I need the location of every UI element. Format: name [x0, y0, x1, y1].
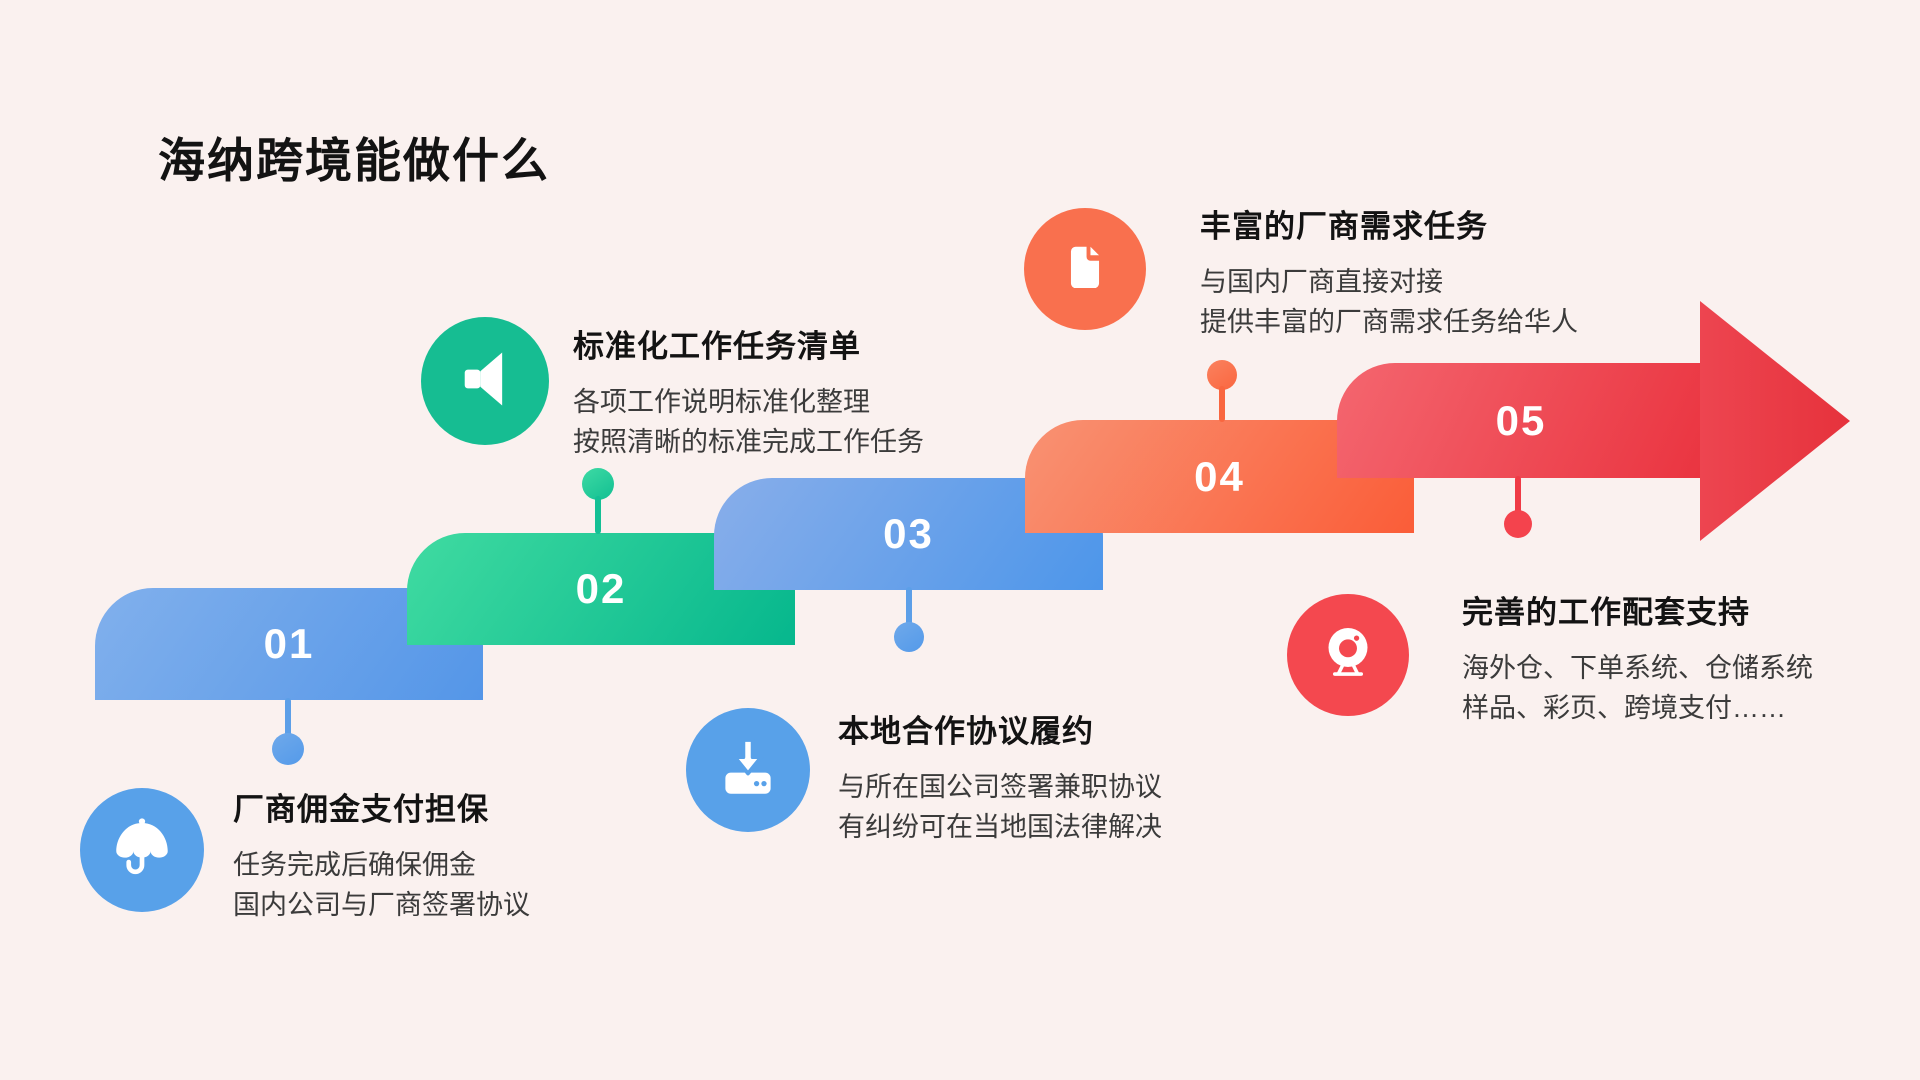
- webcam-icon: [1309, 614, 1387, 697]
- step-3-desc-line: 有纠纷可在当地国法律解决: [838, 812, 1162, 842]
- step-3-text-block: 本地合作协议履约 与所在国公司签署兼职协议 有纠纷可在当地国法律解决: [838, 706, 1162, 847]
- document-icon: [1046, 228, 1124, 311]
- step-1-title: 厂商佣金支付担保: [233, 792, 489, 827]
- step-4-text-block: 丰富的厂商需求任务 与国内厂商直接对接 提供丰富的厂商需求任务给华人: [1200, 201, 1578, 342]
- step-3-number: 03: [883, 510, 934, 557]
- step-4-number: 04: [1194, 452, 1245, 500]
- step-5-desc-line: 海外仓、下单系统、仓储系统: [1462, 653, 1813, 683]
- step-1-connector-dot: [272, 733, 304, 765]
- step-4-icon-circle: [1024, 208, 1146, 330]
- step-5-connector-dot: [1504, 510, 1532, 538]
- step-2-connector-dot: [582, 468, 614, 500]
- step-5-title: 完善的工作配套支持: [1462, 595, 1750, 630]
- step-3-connector-dot: [894, 622, 924, 652]
- step-2-text-block: 标准化工作任务清单 各项工作说明标准化整理 按照清晰的标准完成工作任务: [573, 321, 924, 462]
- step-1-number: 01: [263, 620, 315, 667]
- step-3-icon-circle: [686, 708, 810, 832]
- step-2-number: 02: [575, 565, 627, 612]
- step-5-number: 05: [1495, 396, 1547, 444]
- umbrella-icon: [103, 809, 181, 892]
- step-2-title: 标准化工作任务清单: [573, 329, 861, 364]
- step-1-icon-circle: [80, 788, 204, 912]
- arrow-head: [1700, 301, 1850, 541]
- step-3-title: 本地合作协议履约: [838, 714, 1094, 749]
- step-2-desc-line: 各项工作说明标准化整理: [573, 387, 870, 417]
- step-2-icon-circle: [421, 317, 549, 445]
- step-1-text-block: 厂商佣金支付担保 任务完成后确保佣金 国内公司与厂商签署协议: [233, 784, 530, 925]
- step-5-icon-circle: [1287, 594, 1409, 716]
- step-5-bar: 05: [1337, 363, 1705, 478]
- step-4-connector-dot: [1207, 360, 1237, 390]
- step-5-connector-line: [1515, 476, 1521, 514]
- step-1-connector-line: [285, 698, 291, 738]
- download-icon: [709, 729, 787, 812]
- step-4-connector-line: [1219, 386, 1225, 422]
- step-2-desc-line: 按照清晰的标准完成工作任务: [573, 427, 924, 457]
- step-1-desc-line: 国内公司与厂商签署协议: [233, 890, 530, 920]
- step-5-text-block: 完善的工作配套支持 海外仓、下单系统、仓储系统 样品、彩页、跨境支付……: [1462, 587, 1813, 728]
- step-1-desc-line: 任务完成后确保佣金: [233, 850, 476, 880]
- page-title: 海纳跨境能做什么: [158, 134, 550, 187]
- step-3-connector-line: [906, 587, 912, 625]
- step-2-connector-line: [595, 496, 601, 534]
- step-4-title: 丰富的厂商需求任务: [1200, 209, 1488, 244]
- step-4-desc-line: 与国内厂商直接对接: [1200, 267, 1443, 297]
- speaker-icon: [446, 340, 524, 423]
- step-5-desc-line: 样品、彩页、跨境支付……: [1462, 693, 1786, 723]
- step-4-desc-line: 提供丰富的厂商需求任务给华人: [1200, 307, 1578, 337]
- step-3-desc-line: 与所在国公司签署兼职协议: [838, 772, 1162, 802]
